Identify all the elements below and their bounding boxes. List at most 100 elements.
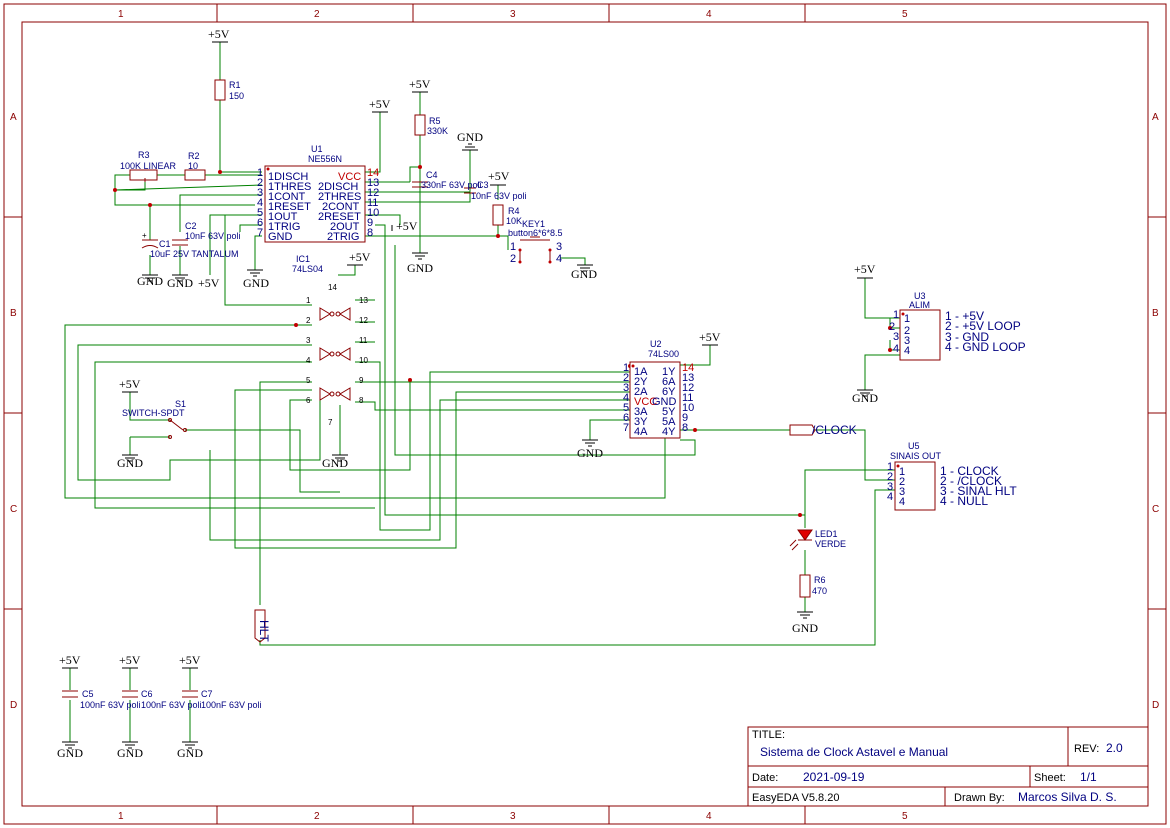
vcc-ic1: +5V [347,250,371,266]
svg-text:GND: GND [852,391,878,405]
svg-text:2: 2 [899,476,905,488]
connector-u3-alim[interactable]: U3 ALIM 1 2 3 4 1 2 3 4 1 - +5V 2 - +5V … [889,291,1026,361]
svg-text:13: 13 [367,177,379,189]
resistor-r2[interactable]: R2 10 [184,151,206,181]
capacitor-c4[interactable]: C4 330nF 63V poli [412,170,482,190]
svg-text:U3: U3 [914,291,926,301]
drawn-by-label: Drawn By: [954,792,1005,804]
grid-col-5-top: 5 [902,9,908,20]
capacitor-c6[interactable]: C6 100nF 63V poli [122,689,202,710]
gnd-u1: GND [243,269,269,290]
svg-text:R3: R3 [138,150,150,160]
date-value: 2021-09-19 [803,770,865,784]
capacitor-c5[interactable]: C5 100nF 63V poli [62,689,141,710]
svg-text:GND: GND [407,261,433,275]
vcc-c5: +5V [59,653,81,669]
svg-text:+5V: +5V [198,276,220,290]
ic-u1-ne556n[interactable]: U1 NE556N 1DISCH 1THRES 1CONT 1RESET 1OU… [257,144,379,243]
svg-text:4: 4 [257,197,263,209]
resistor-r1[interactable]: R1 150 [214,79,244,101]
svg-text:KEY1: KEY1 [522,219,545,229]
svg-text:74LS04: 74LS04 [292,264,323,274]
svg-text:2CONT: 2CONT [322,201,360,213]
svg-text:2: 2 [887,471,893,483]
ic-ic1-74ls04[interactable]: IC1 74LS04 1 2 3 4 5 6 7 8 9 10 11 12 13… [292,254,368,427]
svg-text:6: 6 [306,396,311,405]
svg-text:GND: GND [117,746,143,760]
svg-text:3: 3 [904,335,910,347]
svg-text:GND: GND [322,456,348,470]
svg-text:10: 10 [682,402,694,414]
svg-text:7: 7 [328,418,333,427]
svg-text:C5: C5 [82,689,94,699]
svg-text:100nF 63V poli: 100nF 63V poli [80,700,141,710]
svg-text:1OUT: 1OUT [268,211,298,223]
svg-text:+5V: +5V [854,262,876,276]
svg-text:2THRES: 2THRES [318,191,361,203]
resistor-r4[interactable]: R4 10K [492,204,522,226]
svg-text:C4: C4 [426,170,438,180]
vcc-c6: +5V [119,653,141,669]
svg-text:GND: GND [577,446,603,460]
svg-text:U2: U2 [650,339,662,349]
svg-text:74LS00: 74LS00 [648,349,679,359]
resistor-r6[interactable]: R6 470 [799,574,827,598]
title-label: TITLE: [752,729,785,741]
net-flag-clock-n[interactable]: /CLOCK [789,423,857,437]
grid-row-c-right: C [1152,504,1159,515]
svg-text:3 - SINAL HLT: 3 - SINAL HLT [940,484,1017,498]
svg-text:R4: R4 [508,206,520,216]
capacitor-c1[interactable]: + C1 10uF 25V TANTALUM [141,231,239,259]
svg-text:150: 150 [229,91,244,101]
potentiometer-r3[interactable]: R3 100K LINEAR [120,150,177,182]
svg-text:+5V: +5V [119,377,141,391]
ic-u2-74ls00[interactable]: U2 74LS00 1A 2Y 2A VCC 3A 3Y 4A 1 2 3 4 … [623,339,694,439]
net-flag-hlt[interactable]: HLT [254,609,271,643]
svg-text:330nF 63V poli: 330nF 63V poli [421,180,482,190]
svg-text:13: 13 [359,296,368,305]
svg-text:12: 12 [682,382,694,394]
u1-left-pin-numbers: 1 2 3 4 5 6 7 [257,167,263,239]
capacitor-c2[interactable]: C2 10nF 63V poli [172,221,241,246]
grid-row-c-left: C [10,504,17,515]
svg-text:8: 8 [359,396,364,405]
svg-text:C2: C2 [185,221,197,231]
gnd-s1: GND [117,454,143,470]
grid-col-2-top: 2 [314,9,320,20]
svg-text:VERDE: VERDE [815,539,846,549]
svg-text:2Y: 2Y [634,376,648,388]
sheet-label: Sheet: [1034,772,1066,784]
grid-col-1-top: 1 [118,9,124,20]
svg-text:1: 1 [257,167,263,179]
resistor-r5[interactable]: R5 330K [414,114,448,136]
switch-s1[interactable]: S1 SWITCH-SPDT [122,399,187,439]
svg-text:U5: U5 [908,441,920,451]
capacitor-c3[interactable]: C3 10nF 63V poli [464,180,527,201]
svg-text:7: 7 [257,227,263,239]
svg-text:10: 10 [359,356,368,365]
svg-text:470: 470 [812,586,827,596]
svg-text:GND: GND [792,621,818,635]
led-led1[interactable]: LED1 VERDE [789,529,846,551]
svg-text:10uF 25V TANTALUM: 10uF 25V TANTALUM [150,249,239,259]
pushbutton-key1[interactable]: KEY1 button6*6*8.5 1 2 3 4 [508,219,563,265]
svg-text:VCC: VCC [338,171,361,183]
svg-text:1A: 1A [634,366,648,378]
gnd-c4: GND [407,252,433,275]
svg-text:13: 13 [682,372,694,384]
svg-text:GND: GND [177,746,203,760]
svg-text:S1: S1 [175,399,186,409]
capacitor-c7[interactable]: C7 100nF 63V poli [182,689,262,710]
connector-u5-sinais-out[interactable]: U5 SINAIS OUT 1 2 3 4 1 2 3 4 1 - CLOCK … [887,441,1017,511]
svg-text:7: 7 [623,422,629,434]
svg-text:14: 14 [367,167,379,179]
svg-text:100K LINEAR: 100K LINEAR [120,161,177,171]
svg-text:2OUT: 2OUT [330,221,360,233]
svg-text:4: 4 [893,343,899,355]
svg-text:9: 9 [682,412,688,424]
svg-text:1: 1 [887,461,893,473]
svg-text:+5V: +5V [208,27,230,41]
svg-text:2: 2 [306,316,311,325]
vcc-u1: +5V [369,97,391,113]
rev-value: 2.0 [1106,741,1123,755]
